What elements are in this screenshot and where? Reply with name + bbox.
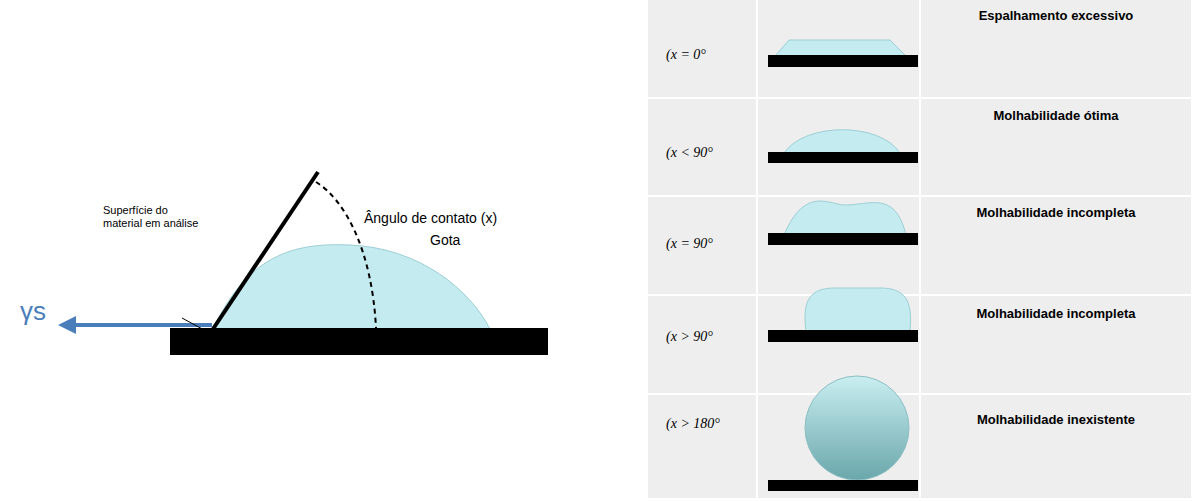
surface-bar bbox=[768, 480, 918, 491]
wetting-description: Espalhamento excessivo bbox=[925, 8, 1187, 24]
angle-condition: (x < 90° bbox=[666, 145, 751, 162]
drop-label: Gota bbox=[430, 232, 480, 249]
angle-condition: (x = 90° bbox=[666, 236, 751, 253]
angle-condition: (x = 0° bbox=[666, 47, 751, 64]
low-drop bbox=[784, 130, 900, 153]
leader-line bbox=[182, 318, 206, 331]
tall-drop bbox=[805, 288, 911, 331]
angle-label: Ângulo de contato (x) bbox=[362, 210, 499, 227]
surface-label: Superfície do material em análise bbox=[103, 204, 203, 230]
wetting-description: Molhabilidade incompleta bbox=[925, 205, 1187, 221]
arrow-head bbox=[58, 316, 76, 334]
ball-drop bbox=[805, 376, 909, 480]
droplet bbox=[213, 245, 490, 329]
tension-symbol: γs bbox=[20, 296, 60, 327]
dome-drop bbox=[784, 201, 906, 235]
wetting-description: Molhabilidade ótima bbox=[925, 108, 1187, 124]
tangent-line bbox=[213, 172, 318, 329]
surface-bar bbox=[768, 330, 918, 342]
surface-bar bbox=[768, 233, 918, 245]
wetting-description: Molhabilidade inexistente bbox=[925, 412, 1187, 428]
wetting-description: Molhabilidade incompleta bbox=[925, 306, 1187, 322]
angle-condition: (x > 90° bbox=[666, 329, 751, 346]
angle-arc bbox=[316, 182, 376, 328]
surface-bar bbox=[768, 152, 918, 163]
surface-bar bbox=[768, 55, 918, 67]
force-arrow bbox=[72, 323, 212, 327]
table-cells bbox=[648, 0, 1191, 498]
angle-condition: (x > 180° bbox=[666, 416, 751, 433]
flat-drop bbox=[775, 40, 906, 56]
surface-bar bbox=[170, 328, 548, 355]
